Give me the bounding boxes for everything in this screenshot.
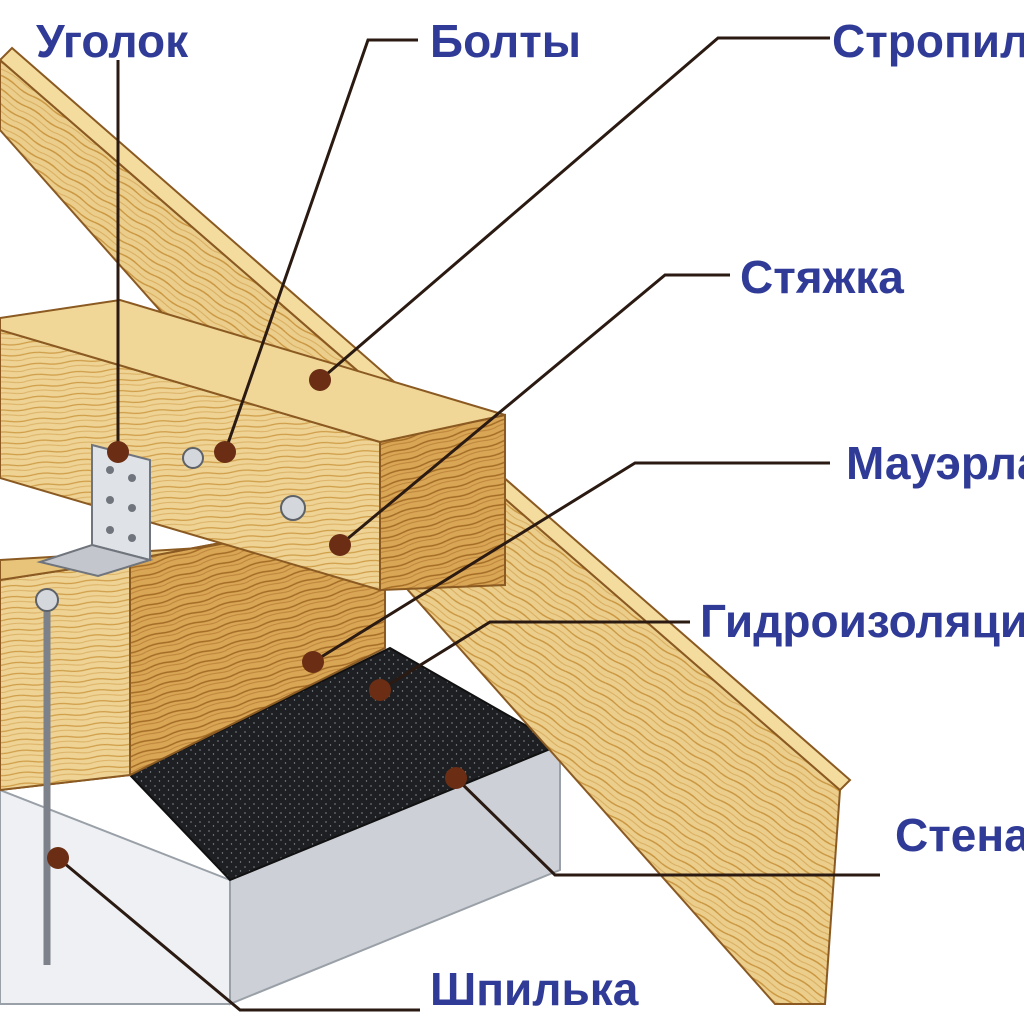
tie-beam [0,298,506,592]
corner-bracket [36,443,154,578]
label-mauerlat: Мауэрлат [846,437,1024,489]
bolt-heads [182,447,306,521]
label-bolts: Болты [430,15,582,67]
label-corner: Уголок [36,15,189,67]
label-stud: Шпилька [430,963,639,1015]
threaded-stud [35,588,59,965]
label-rafter: Стропило [832,15,1024,67]
leader-lines [57,36,880,1012]
label-tie: Стяжка [740,251,904,303]
label-waterproofing: Гидроизоляция [700,595,1024,647]
leader-pins [47,369,467,869]
label-wall: Стена [895,809,1024,861]
